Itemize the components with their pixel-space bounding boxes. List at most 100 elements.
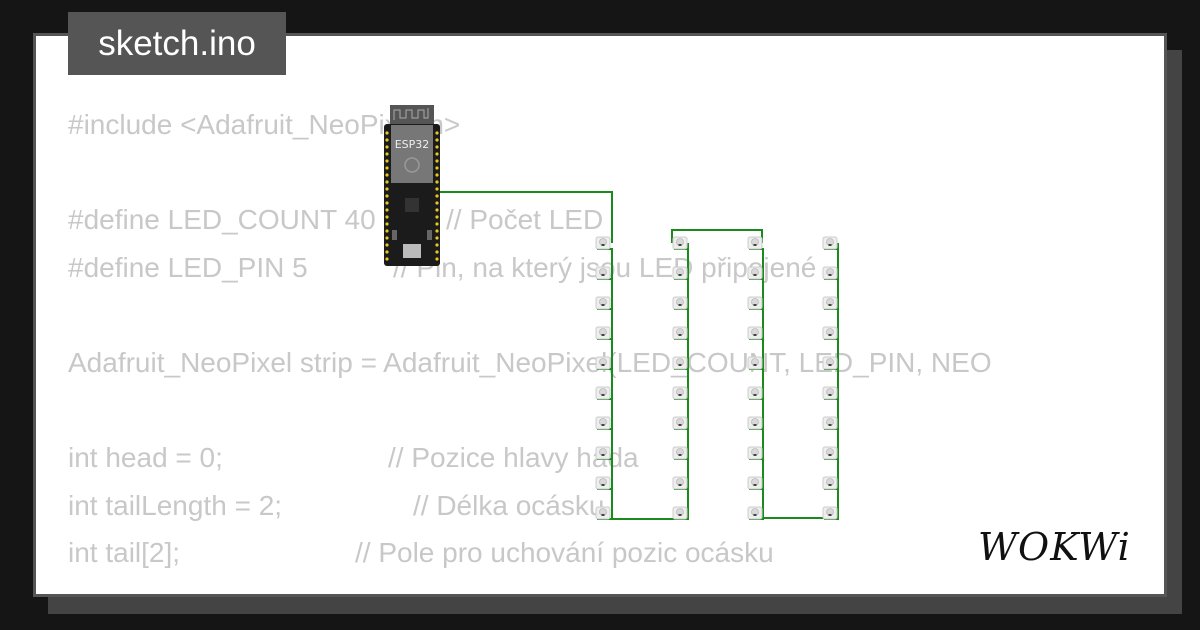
espressif-logo-icon xyxy=(404,157,420,173)
wire xyxy=(762,243,839,519)
neopixel-led[interactable] xyxy=(822,236,838,250)
neopixel-led[interactable] xyxy=(822,476,838,490)
wokwi-logo: WOKWi xyxy=(978,525,1131,569)
pin xyxy=(435,257,439,261)
code-text: int tail[2]; xyxy=(68,537,181,568)
code-text: Adafruit_NeoPixel strip = Adafruit_NeoPi… xyxy=(68,347,992,378)
code-comment: // Počet LED xyxy=(446,204,604,235)
pin xyxy=(385,131,389,135)
pin xyxy=(385,145,389,149)
pin xyxy=(435,201,439,205)
neopixel-led[interactable] xyxy=(595,386,611,400)
neopixel-led[interactable] xyxy=(747,416,763,430)
pin xyxy=(385,243,389,247)
code-text: #define LED_COUNT 40 xyxy=(68,204,376,235)
neopixel-led[interactable] xyxy=(747,506,763,520)
pin xyxy=(435,215,439,219)
neopixel-led[interactable] xyxy=(595,296,611,310)
code-text: int head = 0; xyxy=(68,442,223,473)
pin xyxy=(435,236,439,240)
wire xyxy=(437,191,613,243)
neopixel-led[interactable] xyxy=(747,446,763,460)
pin xyxy=(435,194,439,198)
pin xyxy=(435,145,439,149)
pin xyxy=(435,173,439,177)
pin xyxy=(435,180,439,184)
neopixel-led[interactable] xyxy=(672,446,688,460)
pin xyxy=(385,201,389,205)
sketch-title: sketch.ino xyxy=(68,12,286,75)
pin xyxy=(385,208,389,212)
pin xyxy=(435,131,439,135)
pin xyxy=(385,173,389,177)
neopixel-led[interactable] xyxy=(747,356,763,370)
neopixel-led[interactable] xyxy=(595,326,611,340)
board-label: ESP32 xyxy=(395,138,430,151)
pin xyxy=(435,229,439,233)
wires xyxy=(437,191,839,520)
neopixel-led[interactable] xyxy=(672,506,688,520)
pin xyxy=(385,222,389,226)
pin xyxy=(385,250,389,254)
pin xyxy=(385,257,389,261)
pin xyxy=(385,138,389,142)
code-line: Adafruit_NeoPixel strip = Adafruit_NeoPi… xyxy=(68,339,992,387)
pin xyxy=(435,187,439,191)
code-text: #define LED_PIN 5 xyxy=(68,252,308,283)
neopixel-led[interactable] xyxy=(747,476,763,490)
neopixel-led[interactable] xyxy=(747,296,763,310)
pin xyxy=(435,159,439,163)
neopixel-led[interactable] xyxy=(595,356,611,370)
neopixel-led[interactable] xyxy=(822,266,838,280)
neopixel-led[interactable] xyxy=(595,446,611,460)
neopixel-led[interactable] xyxy=(672,266,688,280)
neopixel-led[interactable] xyxy=(672,236,688,250)
neopixel-led[interactable] xyxy=(747,266,763,280)
neopixel-led[interactable] xyxy=(672,326,688,340)
pin xyxy=(385,159,389,163)
neopixel-led[interactable] xyxy=(595,266,611,280)
code-comment: // Délka ocásku xyxy=(413,490,605,521)
neopixel-led[interactable] xyxy=(822,446,838,460)
neopixel-led[interactable] xyxy=(822,416,838,430)
neopixel-led[interactable] xyxy=(747,386,763,400)
code-text: int tailLength = 2; xyxy=(68,490,283,521)
neopixel-led[interactable] xyxy=(672,416,688,430)
pin xyxy=(385,236,389,240)
neopixel-led[interactable] xyxy=(595,506,611,520)
neopixel-led[interactable] xyxy=(822,326,838,340)
wire xyxy=(611,243,689,520)
pin xyxy=(435,222,439,226)
neopixel-led[interactable] xyxy=(747,326,763,340)
neopixel-led[interactable] xyxy=(822,356,838,370)
code-comment: // Pole pro uchování pozic ocásku xyxy=(355,537,774,568)
neopixel-led[interactable] xyxy=(822,506,838,520)
pin xyxy=(385,187,389,191)
pin xyxy=(385,229,389,233)
pin xyxy=(385,215,389,219)
pin xyxy=(435,138,439,142)
neopixel-led[interactable] xyxy=(595,236,611,250)
pin xyxy=(435,243,439,247)
pin xyxy=(385,194,389,198)
led-strip xyxy=(595,236,838,520)
neopixel-led[interactable] xyxy=(672,296,688,310)
pin xyxy=(385,180,389,184)
neopixel-led[interactable] xyxy=(672,476,688,490)
neopixel-led[interactable] xyxy=(595,416,611,430)
esp32-board[interactable]: ESP32 xyxy=(384,105,440,266)
neopixel-led[interactable] xyxy=(822,296,838,310)
neopixel-led[interactable] xyxy=(595,476,611,490)
preview-card xyxy=(33,33,1167,597)
neopixel-led[interactable] xyxy=(672,386,688,400)
pin xyxy=(435,250,439,254)
neopixel-led[interactable] xyxy=(672,356,688,370)
code-line: int tailLength = 2; // Délka ocásku xyxy=(68,482,1133,530)
wire xyxy=(671,229,763,243)
pin xyxy=(435,208,439,212)
code-line: #define LED_COUNT 40 // Počet LED xyxy=(68,196,603,244)
neopixel-led[interactable] xyxy=(747,236,763,250)
pin xyxy=(435,166,439,170)
neopixel-led[interactable] xyxy=(822,386,838,400)
